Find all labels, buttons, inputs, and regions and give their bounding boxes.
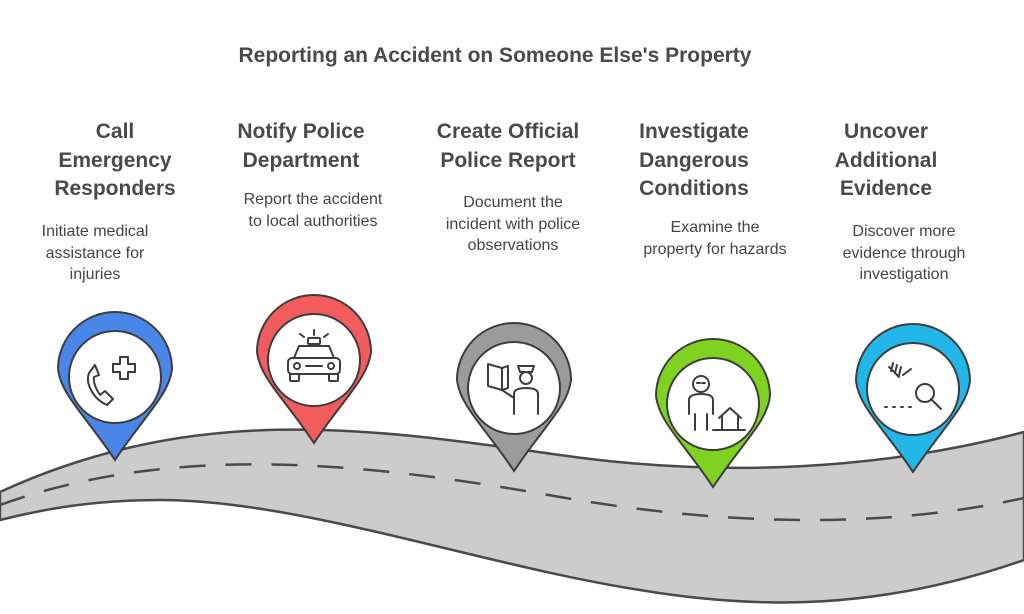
magnifier-evidence-icon (884, 362, 942, 410)
police-officer-report-icon (487, 363, 539, 415)
step-1-description-line: injuries (69, 266, 121, 283)
pin-marker-step-1 (56, 311, 174, 462)
step-4-heading: Investigate Dangerous Conditions (599, 118, 789, 204)
pin-marker-step-4 (654, 338, 772, 489)
pin-marker-step-5 (854, 323, 972, 474)
step-2-description: Report the accident to local authorities (218, 189, 408, 232)
step-5-description: Discover more evidence through investiga… (809, 221, 999, 286)
step-3-heading-line: Police Report (440, 148, 576, 172)
diagram-title: Reporting an Accident on Someone Else's … (238, 44, 752, 67)
step-4-heading-line: Dangerous (639, 148, 749, 172)
step-5-description-line: investigation (859, 266, 949, 283)
step-4-description-line: property for hazards (643, 240, 787, 258)
step-1-heading-line: Emergency (58, 148, 172, 172)
step-3-description-line: observations (467, 237, 559, 254)
step-2-heading-line: Department (242, 148, 360, 172)
step-4-heading-line: Conditions (639, 177, 749, 200)
police-car-icon (287, 329, 341, 382)
pin-marker-step-2 (255, 294, 373, 445)
step-1-description-line: assistance for (45, 244, 145, 262)
step-4-heading-line: Investigate (639, 120, 749, 143)
step-5-heading-line: Additional (834, 148, 938, 172)
step-2-heading-line: Notify Police (237, 120, 365, 143)
step-2-heading: Notify Police Department (206, 118, 396, 175)
step-1-heading: Call Emergency Responders (20, 118, 210, 204)
step-5-description-line: Discover more (852, 223, 956, 240)
phone-medical-icon (87, 356, 136, 406)
step-1-description-line: Initiate medical (41, 223, 149, 240)
person-house-hazard-icon (688, 375, 746, 431)
step-5-heading-line: Uncover (843, 120, 929, 143)
step-3-description-line: Document the (463, 194, 563, 211)
step-5-heading-line: Evidence (839, 177, 933, 200)
step-1-heading-line: Call (95, 120, 135, 143)
step-4-description-line: Examine the (670, 219, 760, 236)
step-1-heading-line: Responders (54, 177, 176, 200)
step-5-description-line: evidence through (842, 244, 966, 262)
step-3-description-line: incident with police (445, 215, 581, 233)
step-1-description: Initiate medical assistance for injuries (0, 221, 190, 286)
step-2-description-line: to local authorities (248, 212, 378, 230)
road (0, 428, 1024, 604)
road-lane-marking (0, 463, 1024, 522)
pin-marker-step-3 (455, 322, 573, 473)
step-5-heading: Uncover Additional Evidence (791, 118, 981, 204)
step-3-heading: Create Official Police Report (413, 118, 603, 175)
step-3-description: Document the incident with police observ… (418, 192, 608, 257)
step-2-description-line: Report the accident (243, 191, 383, 208)
step-3-heading-line: Create Official (436, 120, 580, 143)
step-4-description: Examine the property for hazards (620, 217, 810, 260)
